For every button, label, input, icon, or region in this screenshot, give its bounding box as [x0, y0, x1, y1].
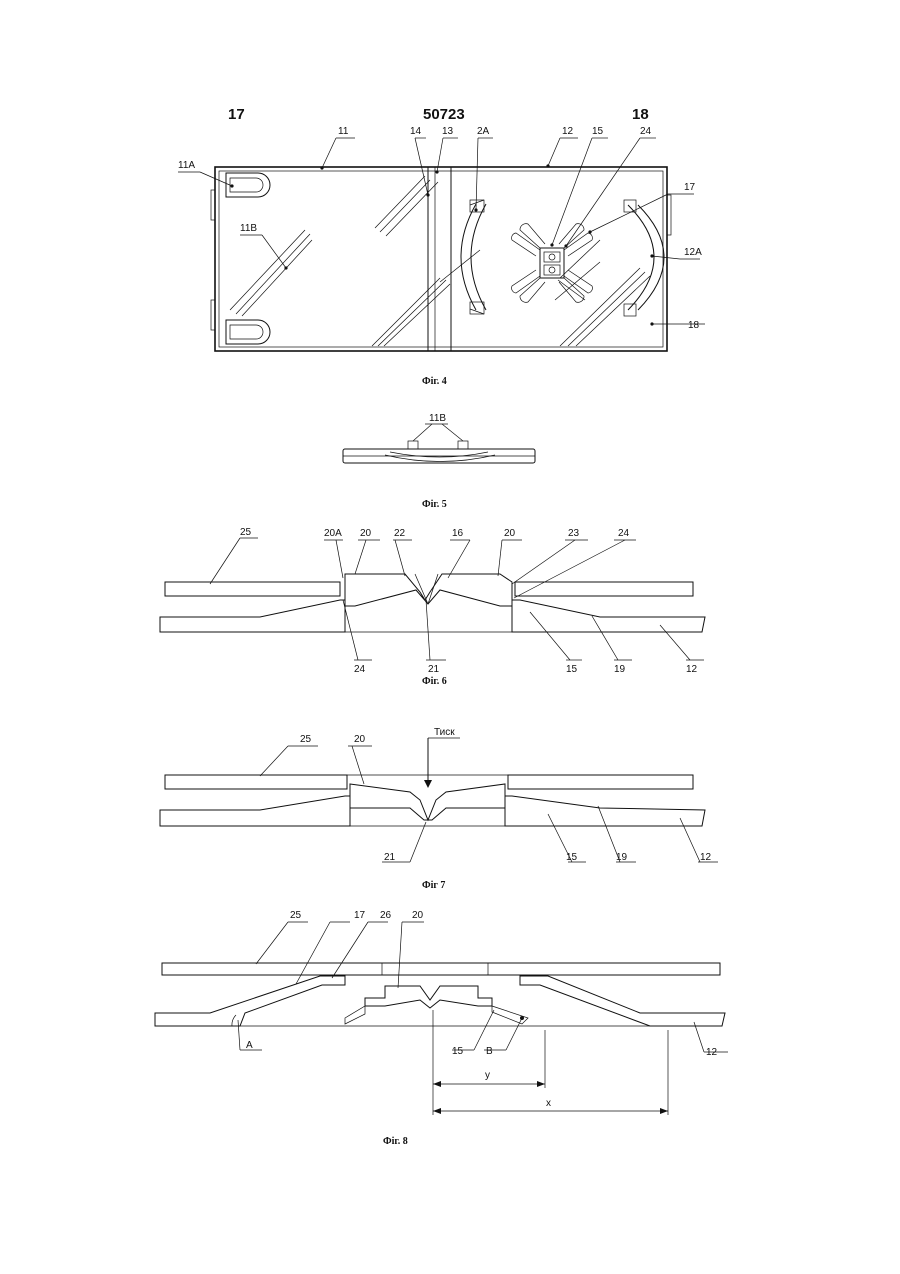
label-20-left: 20 [360, 528, 372, 539]
label-26: 26 [380, 910, 392, 921]
base-12-right [512, 600, 705, 632]
label-21: 21 [384, 852, 396, 863]
label-23: 23 [568, 528, 580, 539]
label-11B-side: 11B [429, 413, 446, 424]
disc-25-right [508, 775, 693, 789]
label-11: 11 [338, 126, 349, 137]
label-14: 14 [410, 126, 422, 137]
base-12-right-wing [520, 976, 725, 1026]
label-24-bottom: 24 [354, 664, 366, 675]
label-15: 15 [566, 852, 578, 863]
label-dimension-y: y [485, 1070, 490, 1081]
header-right-page-number: 18 [632, 106, 649, 123]
clip-11B-right [458, 441, 468, 449]
label-angle-B: B [486, 1046, 493, 1057]
label-18: 18 [688, 320, 700, 331]
header-patent-number: 50723 [423, 106, 465, 123]
label-angle-A: A [246, 1040, 253, 1051]
label-15: 15 [566, 664, 578, 675]
figure-7-section-pressed: 25 20 Тиск 21 15 19 12 Фіг 7 [160, 727, 718, 891]
header-left-page-number: 17 [228, 106, 245, 123]
hub-20-pressed [350, 784, 505, 820]
film-reflection-lines [230, 176, 650, 346]
base-12-left-wing-17 [155, 976, 345, 1026]
figure-4-top-view: 11 14 13 2A 12 15 24 11A 11B 17 12A 18 Ф… [178, 126, 705, 387]
label-24-top: 24 [618, 528, 630, 539]
figure-6-section: 25 20A 20 22 16 20 23 24 24 21 15 19 12 … [160, 527, 705, 687]
label-25: 25 [240, 527, 252, 538]
arc-holder-12A [624, 200, 664, 316]
label-21: 21 [428, 664, 440, 675]
figure-7-caption: Фіг 7 [422, 880, 445, 891]
label-19: 19 [616, 852, 628, 863]
base-12-left [160, 796, 350, 826]
case-outline [215, 167, 667, 351]
disc-25-right [515, 582, 693, 596]
page-header: 17 50723 18 [228, 106, 649, 123]
label-15: 15 [452, 1046, 464, 1057]
label-press: Тиск [434, 727, 455, 738]
label-22: 22 [394, 528, 406, 539]
figure-8-caption: Фіг. 8 [383, 1136, 408, 1147]
label-24: 24 [640, 126, 652, 137]
label-12A: 12A [684, 247, 702, 258]
disc-25-left [165, 582, 340, 596]
label-dimension-x: x [546, 1098, 551, 1109]
label-25: 25 [290, 910, 302, 921]
figure-8-section-geometry: 25 17 26 20 A 15 B 12 y x Фіг. 8 [155, 910, 728, 1147]
clip-11B-left [408, 441, 418, 449]
label-11B: 11B [240, 223, 257, 234]
label-15: 15 [592, 126, 604, 137]
label-12: 12 [686, 664, 698, 675]
label-11A: 11A [178, 160, 195, 171]
disc-25-left [165, 775, 347, 789]
figure-4-caption: Фіг. 4 [422, 376, 447, 387]
base-12-right [505, 796, 705, 826]
label-17: 17 [354, 910, 366, 921]
label-20-right: 20 [504, 528, 516, 539]
label-12: 12 [706, 1047, 718, 1058]
label-20: 20 [354, 734, 366, 745]
label-19: 19 [614, 664, 626, 675]
label-16: 16 [452, 528, 464, 539]
arc-holder-2A [461, 200, 486, 314]
label-13: 13 [442, 126, 454, 137]
label-2A: 2A [477, 126, 490, 137]
label-17: 17 [684, 182, 696, 193]
case-inner-outline [219, 171, 663, 347]
figure-5-side-view: 11B Фіг. 5 [343, 413, 535, 510]
label-20: 20 [412, 910, 424, 921]
base-12-left [160, 600, 345, 632]
label-25: 25 [300, 734, 312, 745]
label-20A: 20A [324, 528, 342, 539]
label-12: 12 [700, 852, 712, 863]
hub-20 [345, 574, 512, 606]
clip-11A-bottom [226, 320, 270, 344]
figure-5-caption: Фіг. 5 [422, 499, 447, 510]
figure-6-caption: Фіг. 6 [422, 676, 447, 687]
disc-25 [162, 963, 720, 975]
hub-20-released [365, 986, 492, 1008]
label-12: 12 [562, 126, 574, 137]
